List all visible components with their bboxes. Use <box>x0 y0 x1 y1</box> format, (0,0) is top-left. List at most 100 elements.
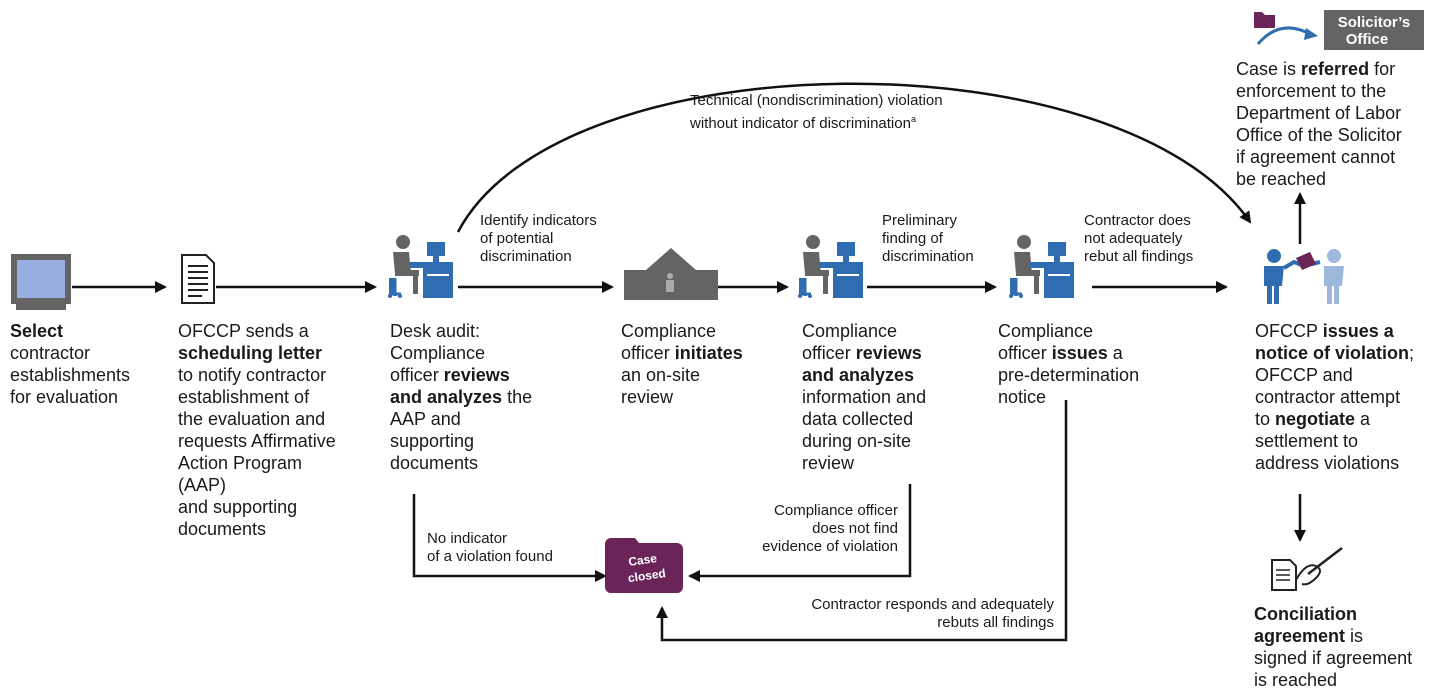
step-violation-line4: contractor attempt <box>1255 387 1401 407</box>
analyst-worker-icon <box>796 233 865 300</box>
step-predetermination-line2-post: a <box>1107 343 1123 363</box>
step-referral-line2: enforcement to the <box>1236 81 1387 101</box>
step-violation-label: OFCCP issues a notice of violation; OFCC… <box>1255 320 1414 474</box>
step-select-line4: for evaluation <box>10 387 119 407</box>
step-onsite-line1: Compliance <box>621 321 717 341</box>
technical-note-footnote: a <box>910 114 916 124</box>
step-review-label: Compliance officer reviews and analyzes … <box>802 320 926 474</box>
rebut-note-line1: Contractor does <box>1084 212 1191 229</box>
no-evidence-line3: evidence of violation <box>762 538 898 555</box>
step-review-line1: Compliance <box>802 321 898 341</box>
step-referral-label: Case is referred for enforcement to the … <box>1236 58 1402 190</box>
step-conciliation-label: Conciliation agreement is signed if agre… <box>1254 603 1412 691</box>
technical-violation-note: Technical (nondiscrimination) violation … <box>690 92 943 133</box>
step-desk-audit-label: Desk audit: Compliance officer reviews a… <box>390 320 532 474</box>
step-desk-audit-line1: Desk audit: <box>390 321 481 341</box>
solicitor-badge-line2: Office <box>1346 31 1389 48</box>
step-desk-audit-line6: supporting <box>390 431 475 451</box>
no-indicator-note: No indicator of a violation found <box>427 530 553 566</box>
step-violation-line1-bold: issues a <box>1322 321 1394 341</box>
adequately-rebuts-note: Contractor responds and adequately rebut… <box>720 596 1054 632</box>
step-desk-audit-line3-pre: officer <box>390 365 444 385</box>
step-review-line2-bold: reviews <box>855 343 922 363</box>
step-conciliation-line4: is reached <box>1254 670 1338 690</box>
step-scheduling-line1: OFCCP sends a <box>178 321 309 341</box>
step-scheduling-line6: requests Affirmative <box>178 431 336 451</box>
step-violation-line5-bold: negotiate <box>1275 409 1356 429</box>
step-review-line3-bold: and analyzes <box>802 365 915 385</box>
step-onsite-line2-pre: officer <box>621 343 675 363</box>
identify-note-line3: discrimination <box>480 248 572 265</box>
step-violation-line3: OFCCP and <box>1255 365 1353 385</box>
step-violation-line2-post: ; <box>1409 343 1415 363</box>
step-desk-audit-line5: AAP and <box>390 409 461 429</box>
solicitors-office-badge: Solicitor’s Office <box>1254 10 1424 50</box>
technical-note-line2: without indicator of discrimination <box>690 115 911 132</box>
step-select-line3: establishments <box>10 365 131 385</box>
preliminary-note-line2: finding of <box>882 230 943 247</box>
no-evidence-note: Compliance officer does not find evidenc… <box>720 502 898 556</box>
step-referral-line1-pre: Case is <box>1236 59 1302 79</box>
no-indicator-line1: No indicator <box>427 530 508 547</box>
step-referral-line6: be reached <box>1236 169 1327 189</box>
preliminary-finding-note: Preliminary finding of discrimination <box>882 212 974 266</box>
step-predetermination-label: Compliance officer issues a pre-determin… <box>998 320 1139 408</box>
step-review-line6: during on-site <box>802 431 912 451</box>
case-closed-folder-icon: Case closed <box>605 538 683 593</box>
step-scheduling-label: OFCCP sends a scheduling letter to notif… <box>178 320 336 540</box>
step-scheduling-line2: scheduling letter <box>178 343 323 363</box>
preliminary-note-line3: discrimination <box>882 248 974 265</box>
step-onsite-line4: review <box>621 387 674 407</box>
step-select-line2: contractor <box>10 343 91 363</box>
identify-note-line1: Identify indicators <box>480 212 597 229</box>
step-violation-line1-pre: OFCCP <box>1255 321 1323 341</box>
no-evidence-line1: Compliance officer <box>774 502 898 519</box>
step-desk-audit-line2: Compliance <box>390 343 486 363</box>
step-predetermination-line3: pre-determination <box>998 365 1140 385</box>
step-select-label: Select contractor establishments for eva… <box>10 320 130 408</box>
signed-agreement-icon <box>1271 547 1343 591</box>
responds-line2: rebuts all findings <box>937 614 1054 631</box>
letter-document-icon <box>181 254 215 304</box>
step-desk-audit-line4-bold: and analyzes <box>390 387 503 407</box>
step-review-line7: review <box>802 453 855 473</box>
building-icon <box>624 248 718 300</box>
identify-note-line2: of potential <box>480 230 554 247</box>
step-referral-line3: Department of Labor <box>1236 103 1402 123</box>
step-scheduling-line9: and supporting <box>178 497 298 517</box>
step-violation-line5-post: a <box>1355 409 1371 429</box>
step-desk-audit-line3-bold: reviews <box>443 365 510 385</box>
step-violation-line7: address violations <box>1255 453 1400 473</box>
case-closed-line2: closed <box>627 566 667 585</box>
step-violation-line2-bold: notice of violation <box>1255 343 1410 363</box>
no-evidence-line2: does not find <box>812 520 898 537</box>
step-scheduling-line5: the evaluation and <box>178 409 326 429</box>
step-desk-audit-line4-post: the <box>502 387 533 407</box>
officer-worker-icon <box>1007 233 1076 300</box>
step-desk-audit-line7: documents <box>390 453 479 473</box>
step-conciliation-line3: signed if agreement <box>1254 648 1413 668</box>
step-scheduling-line10: documents <box>178 519 267 539</box>
case-closed-line1: Case <box>627 551 658 569</box>
preliminary-note-line1: Preliminary <box>882 212 958 229</box>
computer-monitor-icon <box>11 254 71 310</box>
step-review-line4: information and <box>802 387 927 407</box>
step-scheduling-line3: to notify contractor <box>178 365 327 385</box>
rebut-note-line3: rebut all findings <box>1084 248 1194 265</box>
step-review-line5: data collected <box>802 409 914 429</box>
step-scheduling-line7: Action Program <box>178 453 303 473</box>
step-conciliation-line2-post: is <box>1345 626 1364 646</box>
technical-note-line1: Technical (nondiscrimination) violation <box>690 92 943 109</box>
step-onsite-line2-bold: initiates <box>674 343 743 363</box>
step-select-line1: Select <box>10 321 64 341</box>
rebut-note-line2: not adequately <box>1084 230 1183 247</box>
step-referral-line5: if agreement cannot <box>1236 147 1396 167</box>
step-referral-line4: Office of the Solicitor <box>1236 125 1402 145</box>
no-indicator-line2: of a violation found <box>427 548 553 565</box>
step-conciliation-line2-bold: agreement <box>1254 626 1346 646</box>
step-onsite-line3: an on-site <box>621 365 701 385</box>
step-predetermination-line2-pre: officer <box>998 343 1052 363</box>
flow-arrows <box>72 82 1306 642</box>
step-predetermination-line4: notice <box>998 387 1047 407</box>
step-violation-line5-pre: to <box>1255 409 1276 429</box>
